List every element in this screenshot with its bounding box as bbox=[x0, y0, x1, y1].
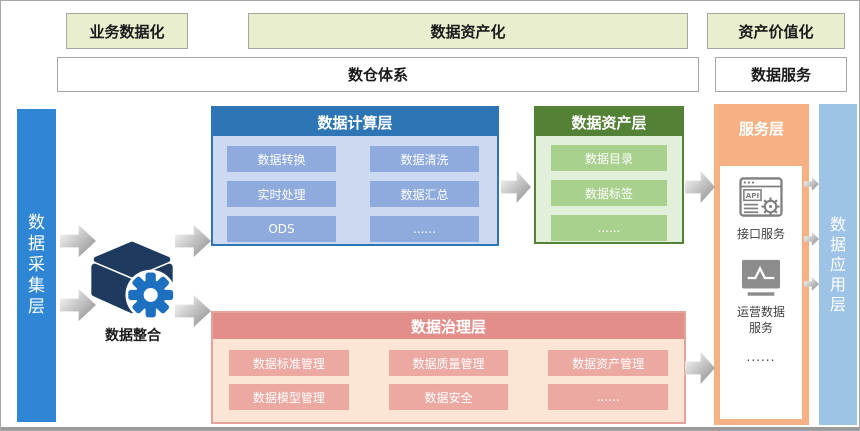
governance-item: 数据标准管理 bbox=[229, 350, 349, 376]
arrow-integration-to-computing bbox=[175, 225, 211, 257]
computing-item: 实时处理 bbox=[227, 181, 336, 207]
asset-item: ...... bbox=[551, 215, 667, 241]
governance-item: 数据安全 bbox=[388, 384, 509, 410]
asset-layer-title: 数据资产层 bbox=[536, 108, 682, 136]
warehouse-system-label: 数仓体系 bbox=[347, 66, 408, 84]
governance-layer-grid: 数据标准管理 数据质量管理 数据资产管理 数据模型管理 数据安全 ...... bbox=[213, 339, 684, 410]
asset-layer-list: 数据目录 数据标签 ...... bbox=[536, 136, 682, 241]
ops-service-label: 运营数据服务 bbox=[736, 305, 785, 335]
phase-label: 业务数据化 bbox=[89, 22, 165, 41]
phase-label: 资产价值化 bbox=[738, 22, 814, 41]
phase-label: 数据资产化 bbox=[430, 22, 506, 41]
arrow-computing-to-asset bbox=[501, 171, 531, 203]
cube-gear-icon bbox=[91, 241, 176, 321]
warehouse-system-box: 数仓体系 bbox=[57, 57, 699, 92]
data-service-box: 数据服务 bbox=[715, 57, 847, 92]
arrow-integration-to-governance bbox=[175, 295, 211, 327]
data-service-label: 数据服务 bbox=[750, 66, 811, 84]
governance-item: 数据资产管理 bbox=[548, 350, 668, 376]
governance-item: 数据质量管理 bbox=[388, 350, 509, 376]
data-collection-layer-bar: 数据采集层 bbox=[17, 109, 56, 422]
governance-item: ...... bbox=[548, 384, 668, 410]
api-service-label: 接口服务 bbox=[736, 227, 785, 241]
computing-layer-title: 数据计算层 bbox=[213, 108, 497, 136]
data-computing-layer: 数据计算层 数据转换 数据清洗 实时处理 数据汇总 ODS ...... bbox=[211, 106, 499, 246]
computing-item: ODS bbox=[227, 216, 336, 242]
phase-data-assetization: 数据资产化 bbox=[248, 13, 688, 49]
service-layer: 服务层 API bbox=[714, 104, 809, 425]
governance-layer-title: 数据治理层 bbox=[213, 313, 684, 339]
computing-item: 数据汇总 bbox=[370, 181, 479, 207]
phase-asset-valuation: 资产价值化 bbox=[707, 13, 845, 49]
asset-item: 数据目录 bbox=[551, 145, 667, 171]
svg-text:API: API bbox=[746, 191, 759, 200]
data-application-layer-bar: 数据应用层 bbox=[819, 104, 857, 425]
asset-item: 数据标签 bbox=[551, 180, 667, 206]
governance-item: 数据模型管理 bbox=[229, 384, 349, 410]
service-layer-title: 服务层 bbox=[738, 119, 784, 138]
data-collection-layer-label: 数据采集层 bbox=[28, 213, 45, 317]
window-bottom-edge bbox=[1, 427, 859, 430]
data-integration-label: 数据整合 bbox=[105, 328, 161, 344]
phase-business-digitization: 业务数据化 bbox=[66, 13, 188, 49]
service-more-label: ...... bbox=[746, 350, 776, 364]
data-integration-icon bbox=[85, 237, 179, 323]
data-governance-layer: 数据治理层 数据标准管理 数据质量管理 数据资产管理 数据模型管理 数据安全 .… bbox=[211, 311, 686, 424]
arrow-asset-to-service bbox=[685, 171, 715, 203]
computing-item: 数据转换 bbox=[227, 146, 336, 172]
service-layer-panel: API 接口服务 运营数据服务 ...... bbox=[720, 166, 802, 419]
data-application-layer-label: 数据应用层 bbox=[829, 214, 846, 314]
data-asset-layer: 数据资产层 数据目录 数据标签 ...... bbox=[534, 106, 684, 244]
arrow-governance-to-service bbox=[685, 352, 715, 384]
computing-item: ...... bbox=[370, 216, 479, 242]
ops-chart-icon bbox=[741, 259, 781, 296]
computing-item: 数据清洗 bbox=[370, 146, 479, 172]
computing-layer-grid: 数据转换 数据清洗 实时处理 数据汇总 ODS ...... bbox=[213, 136, 497, 242]
api-service-icon: API bbox=[739, 177, 783, 217]
